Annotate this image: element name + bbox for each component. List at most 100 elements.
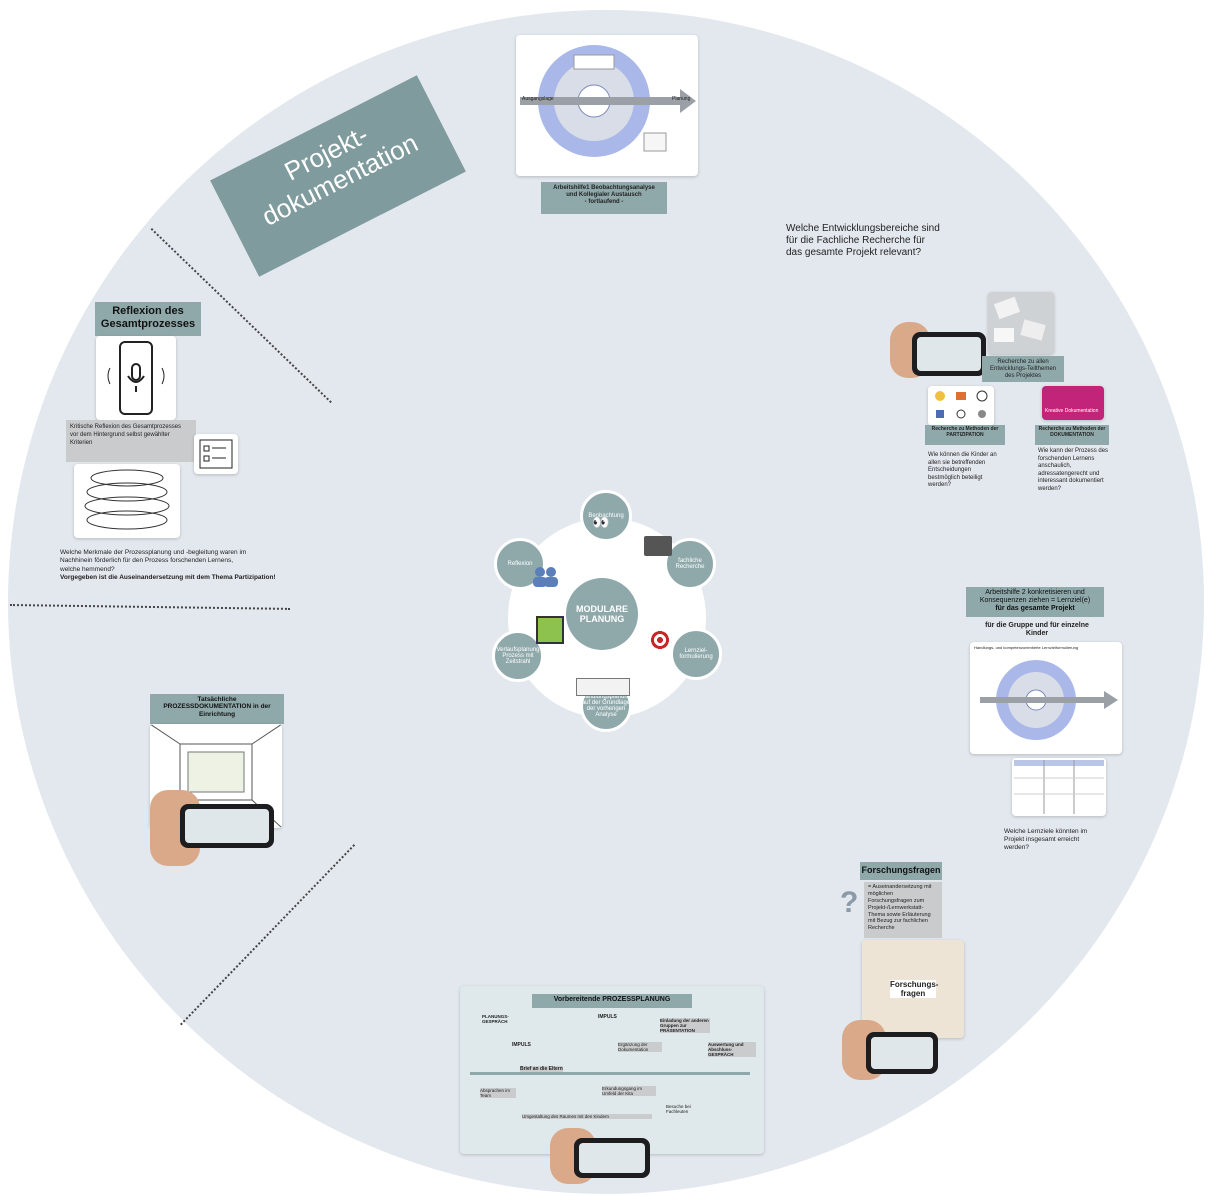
recherche-alle-themen-label: Recherche zu allen Entwicklungs-Teilthem… (982, 356, 1064, 382)
pp-item-impuls-2: IMPULS (598, 1014, 617, 1020)
all-topics-line-3: des Projektes (1004, 372, 1042, 379)
recherche-dokumentation-label: Recherche zu Methoden der DOKUMENTATION (1035, 425, 1109, 445)
ff-line-6: mit Bezug zur fachlichen (868, 918, 928, 925)
entwicklungsbereiche-question: Welche Entwicklungsbereiche sind für die… (786, 223, 940, 259)
grey-line-1: Kritische Reflexion des Gesamtprozesses (70, 424, 182, 430)
checklist-icon (194, 434, 238, 474)
ff-line-1: = Auseinandersetzung mit (868, 884, 932, 890)
ah2-sub-line-2: Kinder (1025, 630, 1049, 638)
ff-line-3: Forschungsfragen zum (868, 897, 925, 904)
pp-title-text: Vorbereitende PROZESSPLANUNG (553, 996, 671, 1003)
dq-line-2: forschenden Lernens (1038, 455, 1095, 462)
pq-line-1: Wie können die Kinder an (928, 452, 997, 458)
lernzielformulierung-card[interactable]: Handlungs- und kompetenzorientierte Lern… (970, 642, 1122, 754)
node-label-verlauf: Verlaufsplanung Prozess mit Zeitstrahl (496, 647, 540, 665)
lz-line-3: werden? (1004, 844, 1029, 852)
question-mark-icon: ? (840, 886, 859, 919)
forschungsfragen-text: = Auseinandersetzung mit möglichen Forsc… (864, 882, 942, 938)
center-title-line-1: MODULARE (576, 604, 628, 614)
grey-line-2: vor dem Hintergrund selbst gewählter (70, 431, 170, 438)
lz-line-1: Welche Lernziele könnten im (1004, 828, 1088, 835)
all-topics-line-2: Entwicklungs-Teilthemen (989, 365, 1057, 372)
pq-line-3: Entscheidungen (928, 467, 972, 473)
research-phone-icon (912, 332, 986, 376)
eyes-icon: 👀 (592, 514, 610, 530)
documentation-question: Wie kann der Prozess des forschenden Ler… (1038, 448, 1108, 493)
dq-line-6: werden? (1038, 485, 1062, 492)
node-label-beobachtung: Beobachtung (588, 513, 624, 519)
tr-question-line-3: das gesamte Projekt relevant? (786, 247, 922, 258)
sketch-icon (576, 678, 630, 696)
arbeitshilfe1-diagram (520, 45, 696, 157)
forschung-title-text: Forschungsfragen (861, 865, 941, 875)
top-caption-line-2: und Kollegialer Austausch (566, 191, 642, 198)
arbeitshilfe2-title: Arbeitshilfe 2 konkretisieren und Konseq… (966, 587, 1104, 617)
ffp-line-1: Forschungs- (890, 980, 939, 989)
node-fachliche-recherche[interactable]: fachliche Recherche (664, 538, 716, 590)
pink-label: Kreative Dokumentation (1045, 408, 1099, 414)
books-photo (988, 292, 1054, 354)
pd-line-2: PROZESSDOKUMENTATION in der (163, 703, 271, 711)
ah2-line-3: für das gesamte Projekt (995, 605, 1075, 613)
pp-item-umgestaltung: Umgestaltung des Raumes mit den Kindern (522, 1114, 652, 1119)
pp-item-besuche: Besuche bei Fachleuten (666, 1104, 691, 1114)
pp-item-planungsgespraech: PLANUNGS-GESPRÄCH (482, 1014, 509, 1024)
ah2-line-1: Arbeitshilfe 2 konkretisieren und (985, 589, 1085, 596)
node-verlaufsplanung[interactable]: Verlaufsplanung Prozess mit Zeitstrahl (492, 630, 544, 682)
tr-question-line-1: Welche Entwicklungsbereiche sind (786, 223, 940, 234)
participation-line-2: PARTIZIPATION (946, 431, 984, 438)
top-caption-line-3: - fortlaufend - (584, 198, 624, 205)
top-card-right-label: Planung (672, 96, 691, 102)
microphone-phone-icon (96, 336, 176, 420)
lernziel-table (1012, 758, 1106, 816)
forschungsfragen-title: Forschungsfragen (860, 862, 942, 880)
node-label-reflexion: Reflexion (507, 561, 533, 567)
people-icon (530, 566, 560, 588)
tr-question-line-2: für die Fachliche Recherche für (786, 235, 925, 246)
forschung-phone-icon (866, 1032, 938, 1074)
lernziele-question: Welche Lernziele könnten im Projekt insg… (1004, 828, 1087, 852)
pq-line-5: werden? (928, 482, 952, 488)
dq-line-5: interessant dokumentiert (1038, 478, 1104, 484)
ff-line-5: Thema sowie Erläuterung (868, 911, 931, 918)
arbeitshilfe1-diagram-card[interactable]: Ausgangslage Planung (516, 35, 698, 176)
pp-item-absprachen: Absprachen im Team (480, 1088, 516, 1098)
prozessplanung-title: Vorbereitende PROZESSPLANUNG (532, 994, 692, 1008)
participation-line-1: Recherche zu Methoden der (931, 426, 999, 432)
rq-line-3: welche hemmend? (60, 565, 115, 573)
prozessplanung-poster[interactable]: Vorbereitende PROZESSPLANUNG PLANUNGS-GE… (460, 986, 764, 1154)
pq-line-2: allen sie betreffenden (928, 459, 986, 466)
rq-line-1: Welche Merkmale der Prozessplanung und -… (60, 549, 247, 556)
top-caption-line-1: Arbeitshilfe1 Beobachtungsanalyse (553, 185, 655, 191)
participation-icons (928, 386, 994, 426)
ff-photo-text: Forschungs- fragen (890, 980, 939, 998)
ff-line-2: möglichen (868, 890, 894, 897)
participation-question: Wie können die Kinder an allen sie betre… (928, 452, 997, 490)
ffp-line-2: fragen (900, 989, 926, 998)
pp-item-ergaenzung: Ergänzung der Dokumentation (618, 1042, 662, 1052)
forschungsfragen-photo: Forschungs- fragen (862, 940, 964, 1038)
modulare-planung-center: MODULARE PLANUNG (566, 578, 638, 650)
pp-item-erkundungsgang: Erkundungsgang im Umfeld der Kita (602, 1086, 656, 1096)
pp-item-brief: Brief an die Eltern (520, 1066, 563, 1072)
rq-bold-line: Vorgegeben ist die Auseinandersetzung mi… (60, 574, 276, 582)
dq-line-3: anschaulich, (1038, 463, 1072, 469)
reflexion-title-line-2: Gesamtprozesses (100, 317, 196, 330)
ff-line-4: Projekt-/Lernwerkstatt- (868, 904, 924, 911)
dq-line-1: Wie kann der Prozess des (1038, 448, 1109, 454)
reflexion-question: Welche Merkmale der Prozessplanung und -… (60, 549, 276, 583)
reflexion-title-line-1: Reflexion des (112, 305, 184, 317)
arbeitshilfe2-sub: für die Gruppe und für einzelne Kinder (972, 622, 1102, 639)
prozessdoku-phone-icon (180, 804, 274, 848)
node-lernzielformulierung[interactable]: Lernziel-formulierung (670, 628, 722, 680)
laptop-icon (644, 536, 672, 556)
ah2-line-2: Konsequenzen ziehen = Lernziel(e) (979, 597, 1091, 605)
reflexion-criteria-box: Kritische Reflexion des Gesamtprozesses … (66, 420, 196, 462)
dq-line-4: adressatengerecht und (1038, 470, 1100, 477)
ah2-card-header: Handlungs- und kompetenzorientierte Lern… (974, 645, 1079, 650)
kreative-dokumentation-image: Kreative Dokumentation (1042, 386, 1104, 420)
node-beobachtung[interactable]: Beobachtung (580, 490, 632, 542)
node-label-handlung: Handlungsplanung auf der Grundlage der v… (580, 694, 632, 718)
pp-item-auswertung: Auswertung und Abschluss-GESPRÄCH (708, 1042, 756, 1057)
recherche-partizipation-label: Recherche zu Methoden der PARTIZIPATION (925, 425, 1005, 445)
